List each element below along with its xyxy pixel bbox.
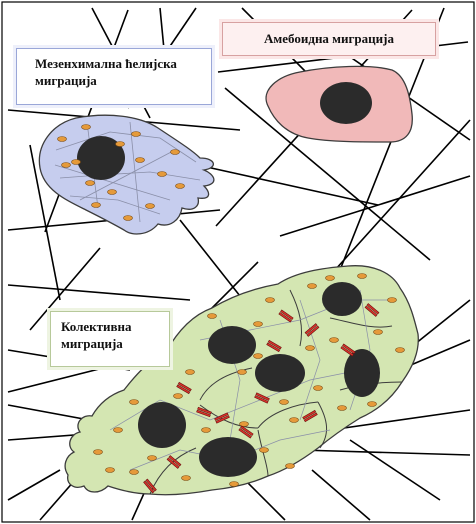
amoeboid-cell <box>266 66 412 142</box>
collective-migration-label: Колективна миграција <box>50 311 170 367</box>
amoeboid-nucleus <box>320 82 372 124</box>
mesenchymal-migration-label: Мезенхимална ћелијска миграција <box>16 48 212 105</box>
amoeboid-migration-label: Амебоидна миграција <box>222 22 436 56</box>
